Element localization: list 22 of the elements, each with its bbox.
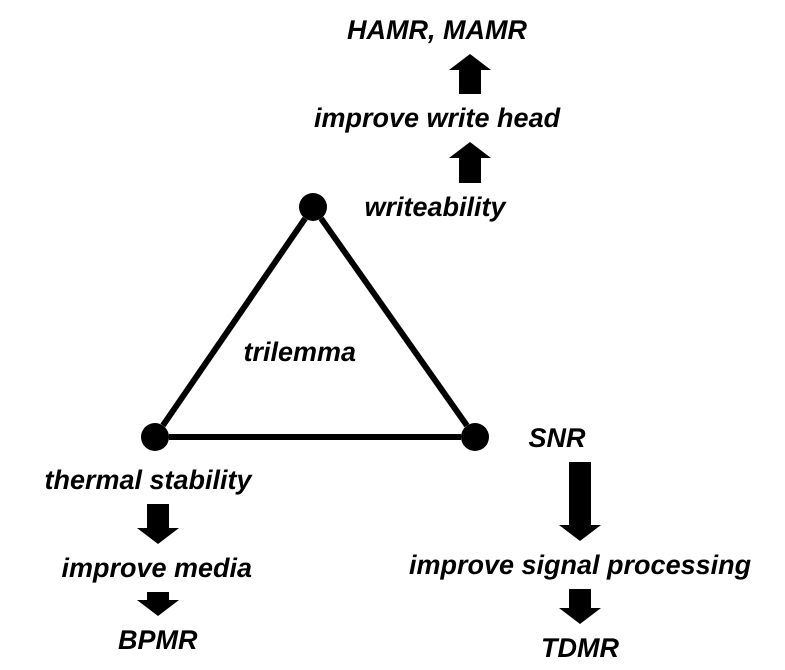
center-label: trilemma bbox=[244, 336, 356, 368]
triangle-edge bbox=[169, 434, 461, 440]
text-label: TDMR bbox=[541, 632, 619, 664]
text-label: SNR bbox=[528, 422, 586, 454]
block-arrow bbox=[449, 142, 491, 183]
text-label: HAMR, MAMR bbox=[347, 14, 527, 46]
text-label: improve write head bbox=[314, 102, 560, 134]
text-label: writeability bbox=[364, 191, 506, 223]
block-arrow bbox=[449, 54, 491, 94]
text-label: BPMR bbox=[118, 624, 198, 656]
block-arrow bbox=[137, 504, 179, 544]
block-arrow bbox=[559, 462, 601, 541]
vertex-dot bbox=[141, 423, 169, 451]
block-arrow bbox=[137, 592, 179, 616]
text-label: improve media bbox=[62, 552, 252, 584]
text-label: improve signal processing bbox=[409, 549, 752, 581]
vertex-dot bbox=[461, 423, 489, 451]
triangle-edge bbox=[160, 216, 308, 428]
text-label: thermal stability bbox=[44, 464, 252, 496]
vertex-dot bbox=[299, 193, 327, 221]
block-arrow bbox=[559, 589, 601, 624]
triangle-edge bbox=[318, 216, 470, 428]
